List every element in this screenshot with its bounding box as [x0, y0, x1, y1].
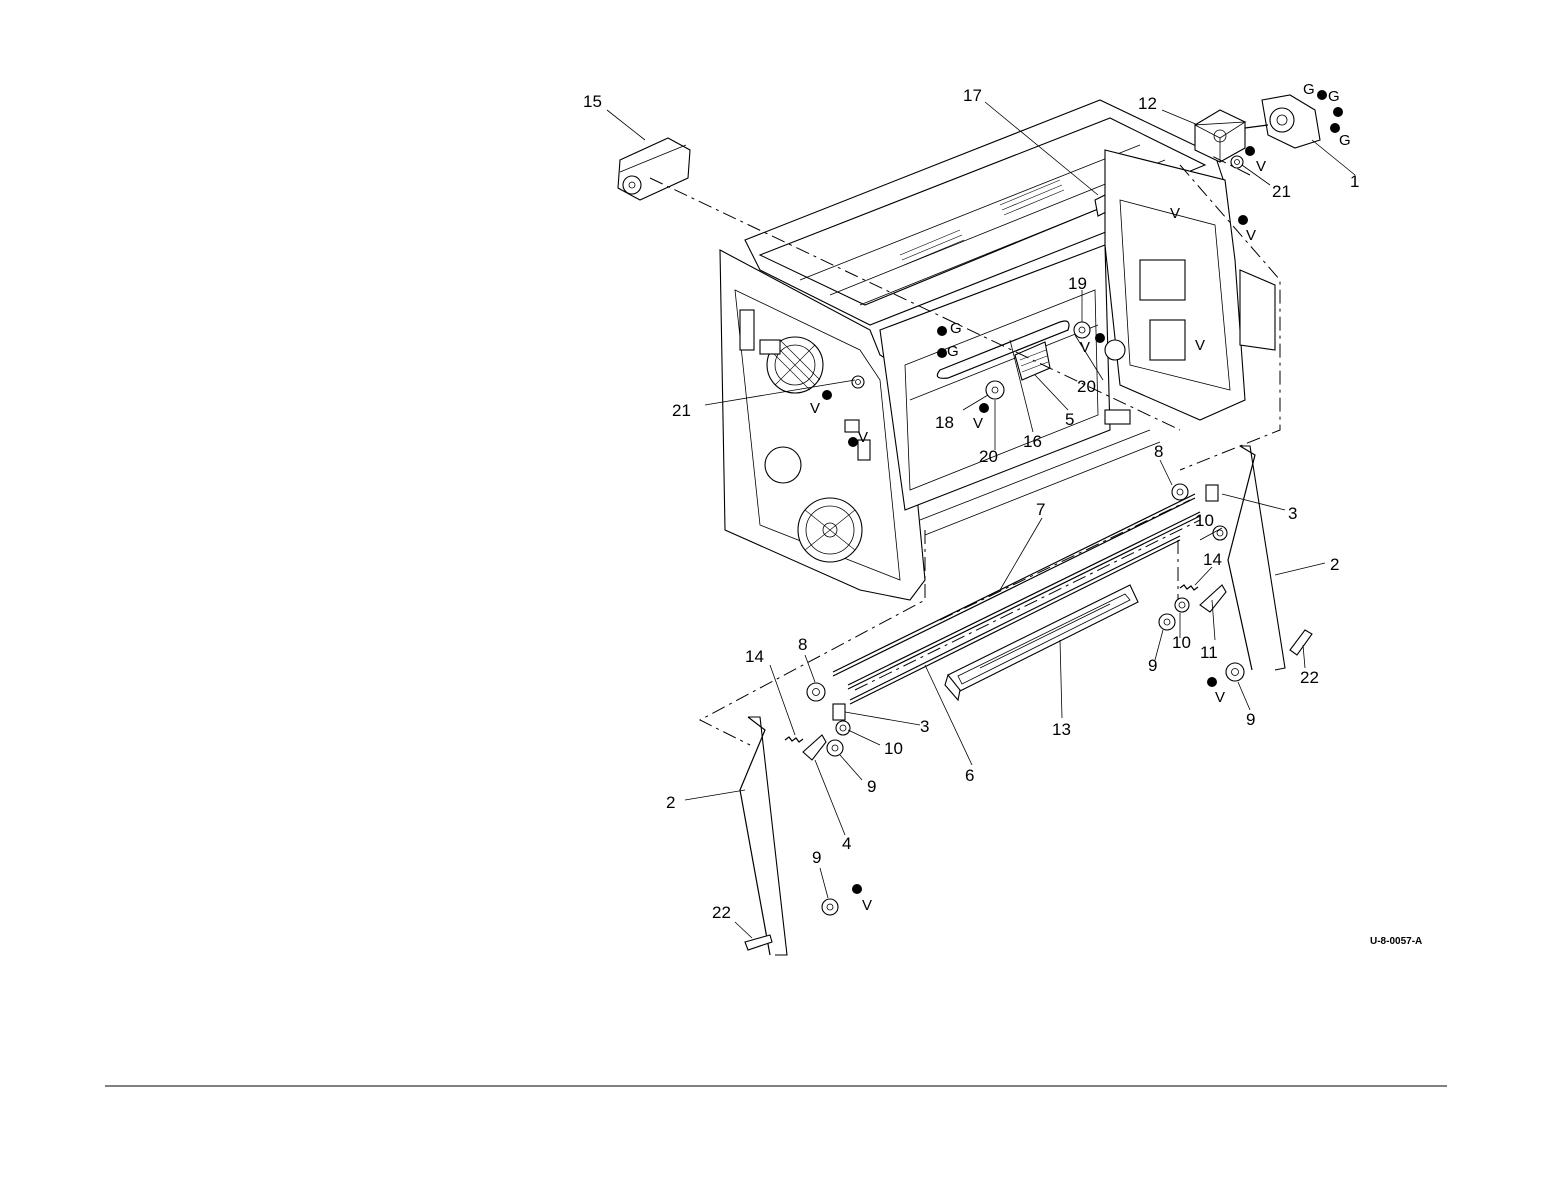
- fastener-g: G: [1339, 132, 1351, 149]
- component-15-sensor-block: [618, 138, 690, 200]
- fastener-v: V: [862, 897, 872, 914]
- callout-9: 9: [1148, 656, 1157, 675]
- callout-20: 20: [979, 447, 998, 466]
- main-frame-assembly: [720, 100, 1275, 600]
- callout-4: 4: [842, 834, 851, 853]
- callout-9: 9: [1246, 710, 1255, 729]
- callout-9: 9: [867, 777, 876, 796]
- callout-6: 6: [965, 766, 974, 785]
- callout-10: 10: [1195, 511, 1214, 530]
- fastener-v: V: [1195, 337, 1205, 354]
- component-12-motor: [1195, 110, 1245, 162]
- callout-3: 3: [920, 717, 929, 736]
- fastener-v: V: [1256, 158, 1266, 175]
- callout-14: 14: [1203, 550, 1222, 569]
- fastener-v: V: [858, 429, 868, 446]
- fastener-g: G: [1303, 81, 1315, 98]
- callout-16: 16: [1023, 432, 1042, 451]
- callout-1: 1: [1350, 172, 1359, 191]
- callout-13: 13: [1052, 720, 1071, 739]
- callout-15: 15: [583, 92, 602, 111]
- callout-8: 8: [798, 635, 807, 654]
- fastener-g: G: [947, 343, 959, 360]
- callout-19: 19: [1068, 274, 1087, 293]
- callout-14: 14: [745, 647, 764, 666]
- callout-20: 20: [1077, 377, 1096, 396]
- fastener-v: V: [1215, 689, 1225, 706]
- callout-2: 2: [666, 793, 675, 812]
- fastener-v: V: [810, 400, 820, 417]
- fastener-v: V: [1170, 205, 1180, 222]
- fastener-g: G: [950, 320, 962, 337]
- callout-22: 22: [712, 903, 731, 922]
- callout-7: 7: [1036, 500, 1045, 519]
- fastener-v: V: [1080, 339, 1090, 356]
- callout-18: 18: [935, 413, 954, 432]
- component-1-motor-bracket: [1245, 95, 1320, 148]
- callout-11: 11: [1200, 643, 1218, 662]
- callout-21: 21: [1272, 182, 1291, 201]
- callout-5: 5: [1065, 410, 1074, 429]
- callout-22: 22: [1300, 668, 1319, 687]
- callout-21: 21: [672, 401, 691, 420]
- callout-2: 2: [1330, 555, 1339, 574]
- callout-12: 12: [1138, 94, 1157, 113]
- figure-code: U-8-0057-A: [1370, 936, 1422, 947]
- callout-17: 17: [963, 86, 982, 105]
- callout-10: 10: [884, 739, 903, 758]
- callout-10: 10: [1172, 633, 1191, 652]
- fastener-v: V: [973, 415, 983, 432]
- callout-3: 3: [1288, 504, 1297, 523]
- fastener-g: G: [1328, 88, 1340, 105]
- callout-9: 9: [812, 848, 821, 867]
- fastener-v: V: [1246, 227, 1256, 244]
- callout-8: 8: [1154, 442, 1163, 461]
